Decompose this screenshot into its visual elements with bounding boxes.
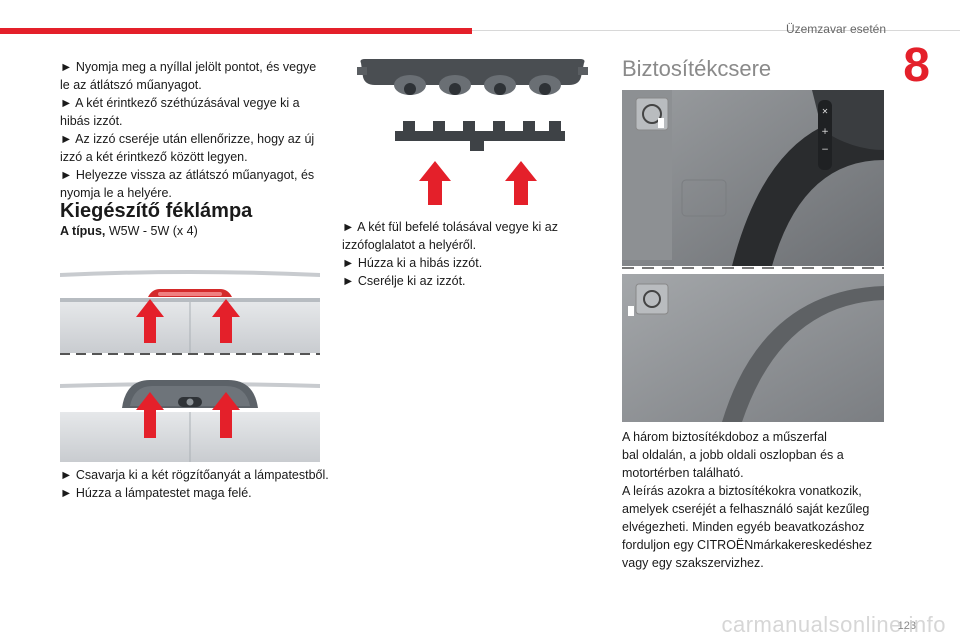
svg-text:−: − [821,145,829,155]
step-text: ► Csavarja ki a két rögzítőanyát a lámpa… [60,468,329,482]
middle-steps: ► A két fül befelé tolásával vegye ki az… [342,218,592,290]
section-heading-brake-light: Kiegészítő féklámpa [60,200,253,222]
paragraph-line: forduljon egy CITROËNmárkakereskedéshez [622,538,873,552]
step-text: ► A két érintkező széthúzásával vegye ki… [60,96,300,128]
step-text: ► Helyezze vissza az átlátszó műanyagot,… [60,168,315,200]
dashboard-fuse-photo: ✕ + − [622,90,884,422]
page-number: 123 [897,620,916,632]
bulb-type-label: A típus, [60,224,106,238]
steering-wheel-icon [643,290,661,308]
arrow-up-icon [419,161,451,205]
brake-light-illustration-top [60,270,320,355]
watermark: carmanualsonline.info [721,612,946,637]
paragraph-line: motortérben található. [622,466,744,480]
left-steps: ► Nyomja meg a nyíllal jelölt pontot, és… [60,58,322,202]
step-text: ► Húzza ki a hibás izzót. [342,256,483,270]
header-section-title: Üzemzavar esetén [785,22,886,36]
paragraph-line: A három biztosítékdoboz a műszerfal [622,430,827,444]
bulb-holder-illustration [357,59,588,205]
step-text: ► Nyomja meg a nyíllal jelölt pontot, és… [60,60,317,92]
step-text: ► Húzza a lámpatestet maga felé. [60,486,252,500]
steering-wheel-icon [642,104,662,124]
left-bottom-steps: ► Csavarja ki a két rögzítőanyát a lámpa… [60,466,330,502]
bulb-type-value: W5W - 5W (x 4) [108,224,198,238]
accent-bar [0,28,472,34]
svg-text:✕: ✕ [822,107,829,116]
fuse-paragraph: A három biztosítékdoboz a műszerfal bal … [622,428,887,572]
arrow-up-icon [212,299,240,343]
brake-light-illustration-bottom [60,380,320,462]
chapter-number: 8 [903,39,930,92]
header-rule [472,30,960,31]
paragraph-line: elvégezheti. Minden egyéb beavatkozáshoz [622,520,865,534]
paragraph-line: amelyek cseréjét a felhasználó saját kez… [622,502,870,516]
arrow-up-icon [136,392,164,438]
step-text: ► A két fül befelé tolásával vegye ki az… [342,220,558,252]
paragraph-line: A leírás azokra a biztosítékokra vonatko… [622,484,862,498]
svg-text:+: + [821,127,829,137]
bulb-type: A típus, W5W - 5W (x 4) [60,224,198,238]
paragraph-line: vagy egy szakszervizhez. [622,556,764,570]
arrow-up-icon [212,392,240,438]
arrow-up-icon [505,161,537,205]
step-text: ► Cserélje ki az izzót. [342,274,466,288]
arrow-up-icon [136,299,164,343]
paragraph-line: bal oldalán, a jobb oldali oszlopban és … [622,448,844,462]
section-heading-fuses: Biztosítékcsere [622,56,772,81]
step-text: ► Az izzó cseréje után ellenőrizze, hogy… [60,132,315,164]
